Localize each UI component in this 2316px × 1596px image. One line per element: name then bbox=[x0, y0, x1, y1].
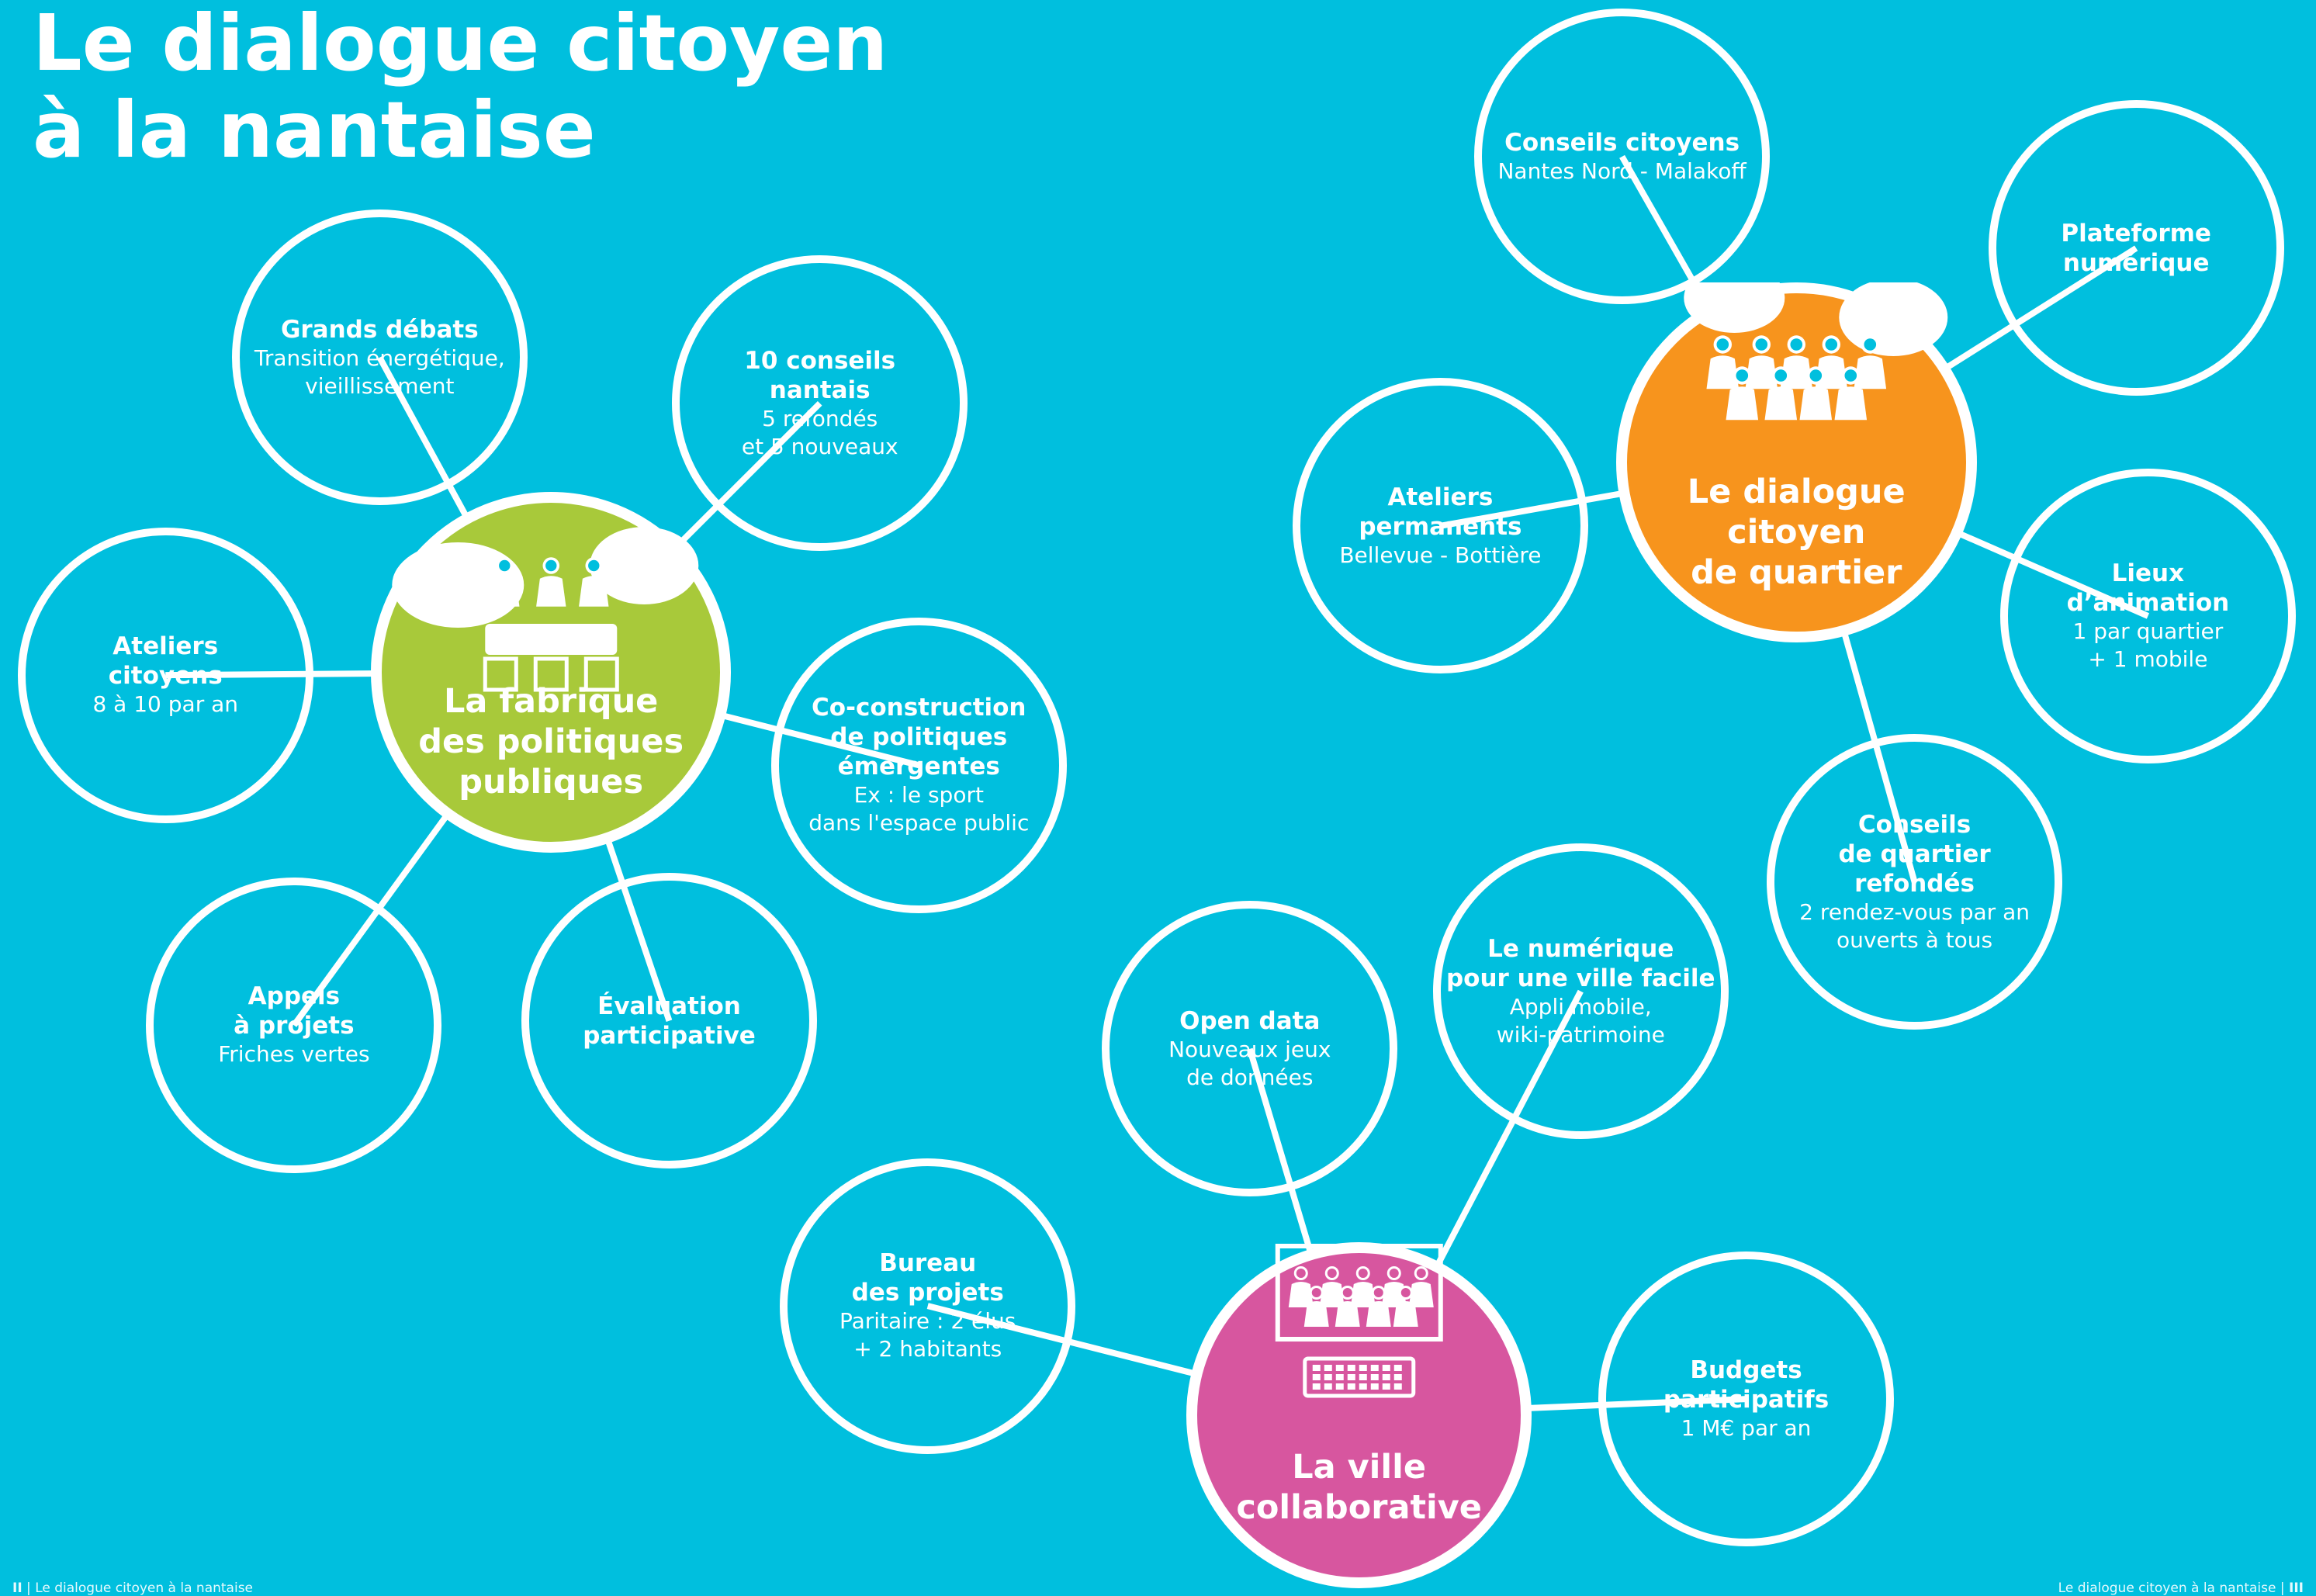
hub-fabrique-politiques: La fabrique des politiques publiques bbox=[370, 492, 732, 853]
node-subtitle: Appli mobile, wiki-patrimoine bbox=[1496, 993, 1665, 1047]
node-title: Open data bbox=[1179, 1006, 1321, 1035]
node-title: Le numérique pour une ville facile bbox=[1445, 934, 1715, 992]
hub-dialogue-quartier: Le dialogue citoyen de quartier bbox=[1615, 282, 1977, 643]
node-title: Ateliers permanents bbox=[1359, 483, 1522, 541]
node-conseils-nantais: 10 conseils nantais 5 refondés et 5 nouv… bbox=[672, 255, 968, 552]
node-bureau-projets: Bureau des projets Paritaire : 2 élus + … bbox=[780, 1158, 1076, 1454]
node-title: Co-construction de politiques émergentes bbox=[812, 694, 1026, 781]
node-subtitle: Paritaire : 2 élus + 2 habitants bbox=[839, 1308, 1016, 1362]
node-title: Budgets participatifs bbox=[1663, 1356, 1830, 1414]
group-keyboard-icon bbox=[1275, 1244, 1443, 1398]
node-subtitle: Friches vertes bbox=[218, 1041, 370, 1068]
node-conseils-citoyens: Conseils citoyens Nantes Nord - Malakoff bbox=[1474, 9, 1770, 305]
node-lieux-animation: Lieux d’animation 1 par quartier + 1 mob… bbox=[2000, 468, 2296, 764]
node-budgets-participatifs: Budgets participatifs 1 M€ par an bbox=[1598, 1251, 1894, 1547]
node-subtitle: 8 à 10 par an bbox=[92, 691, 239, 718]
node-subtitle: Ex : le sport dans l'espace public bbox=[808, 782, 1030, 836]
citizens-group-icon bbox=[1684, 282, 1948, 420]
node-subtitle: 5 refondés et 5 nouveaux bbox=[741, 405, 898, 459]
node-ateliers-permanents: Ateliers permanents Bellevue - Bottière bbox=[1293, 378, 1588, 674]
node-subtitle: Nantes Nord - Malakoff bbox=[1497, 158, 1747, 184]
node-open-data: Open data Nouveaux jeux de données bbox=[1102, 901, 1398, 1197]
node-title: Lieux d’animation bbox=[2066, 559, 2230, 617]
footer-left-page: II bbox=[12, 1580, 23, 1596]
node-title: Bureau des projets bbox=[851, 1249, 1004, 1307]
node-co-construction: Co-construction de politiques émergentes… bbox=[770, 617, 1067, 913]
node-conseils-quartier: Conseils de quartier refondés 2 rendez-v… bbox=[1767, 734, 2062, 1030]
node-title: Appels à projets bbox=[234, 982, 355, 1040]
footer-right-text: Le dialogue citoyen à la nantaise bbox=[2058, 1580, 2276, 1596]
hub-fabrique-title: La fabrique des politiques publiques bbox=[418, 682, 684, 802]
hub-quartier-title: Le dialogue citoyen de quartier bbox=[1687, 472, 1906, 592]
node-subtitle: 1 M€ par an bbox=[1681, 1415, 1812, 1442]
footer-left: II | Le dialogue citoyen à la nantaise bbox=[12, 1580, 254, 1596]
node-ateliers-citoyens: Ateliers citoyens 8 à 10 par an bbox=[17, 527, 313, 823]
hub-ville-title: La ville collaborative bbox=[1236, 1448, 1482, 1528]
node-subtitle: Bellevue - Bottière bbox=[1339, 542, 1542, 568]
node-evaluation-participative: Évaluation participative bbox=[521, 873, 817, 1169]
page-title-line2: à la nantaise bbox=[33, 85, 596, 175]
node-title: Grands débats bbox=[280, 315, 479, 344]
footer-left-text: Le dialogue citoyen à la nantaise bbox=[35, 1580, 254, 1596]
hub-ville-collaborative: La ville collaborative bbox=[1186, 1242, 1532, 1588]
node-grands-debats: Grands débats Transition énergétique, vi… bbox=[231, 209, 528, 506]
node-title: 10 conseils nantais bbox=[744, 346, 896, 404]
node-subtitle: Transition énergétique, vieillissement bbox=[254, 344, 505, 399]
node-title: Évaluation participative bbox=[583, 992, 756, 1050]
node-appels-projets: Appels à projets Friches vertes bbox=[146, 877, 442, 1173]
node-title: Ateliers citoyens bbox=[108, 632, 223, 691]
node-subtitle: 2 rendez-vous par an ouverts à tous bbox=[1799, 898, 2030, 953]
node-subtitle: 1 par quartier + 1 mobile bbox=[2072, 618, 2224, 672]
meeting-table-icon bbox=[392, 527, 699, 692]
node-title: Plateforme numérique bbox=[2061, 219, 2211, 277]
page-title-line1: Le dialogue citoyen bbox=[33, 0, 888, 88]
node-numerique-ville-facile: Le numérique pour une ville facile Appli… bbox=[1432, 843, 1729, 1139]
footer-right-page: III bbox=[2289, 1580, 2304, 1596]
page-title: Le dialogue citoyen à la nantaise bbox=[33, 0, 888, 174]
footer-right: Le dialogue citoyen à la nantaise | III bbox=[2058, 1580, 2304, 1596]
node-subtitle: Nouveaux jeux de données bbox=[1168, 1036, 1331, 1090]
node-plateforme-numerique: Plateforme numérique bbox=[1988, 100, 2284, 396]
node-title: Conseils citoyens bbox=[1504, 128, 1740, 157]
node-title: Conseils de quartier refondés bbox=[1838, 810, 1991, 898]
